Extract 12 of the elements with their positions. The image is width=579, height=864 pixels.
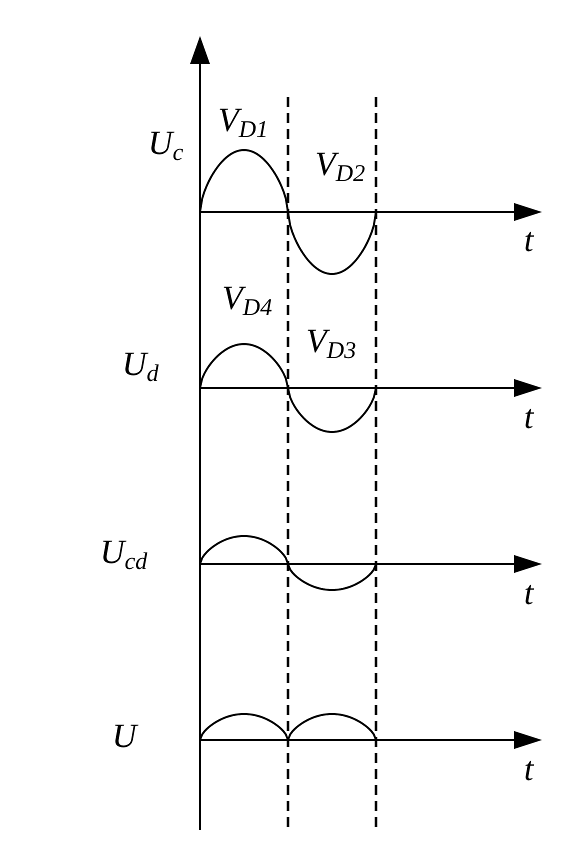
signal-label: t (524, 401, 534, 435)
signal-label: V$_{D1}$ (218, 104, 268, 138)
signal-label: U (112, 720, 137, 754)
signal-label: U$_{cd}$ (100, 536, 148, 570)
signal-label: U$_{d}$ (122, 348, 159, 382)
signal-label: t (524, 753, 534, 787)
signal-label: V$_{D2}$ (315, 148, 366, 182)
signal-label: V$_{D3}$ (306, 325, 356, 359)
signal-label: t (524, 224, 534, 258)
signal-label: V$_{D4}$ (222, 282, 272, 316)
signal-label: U$_{c}$ (148, 127, 184, 161)
signal-label: t (524, 577, 534, 611)
